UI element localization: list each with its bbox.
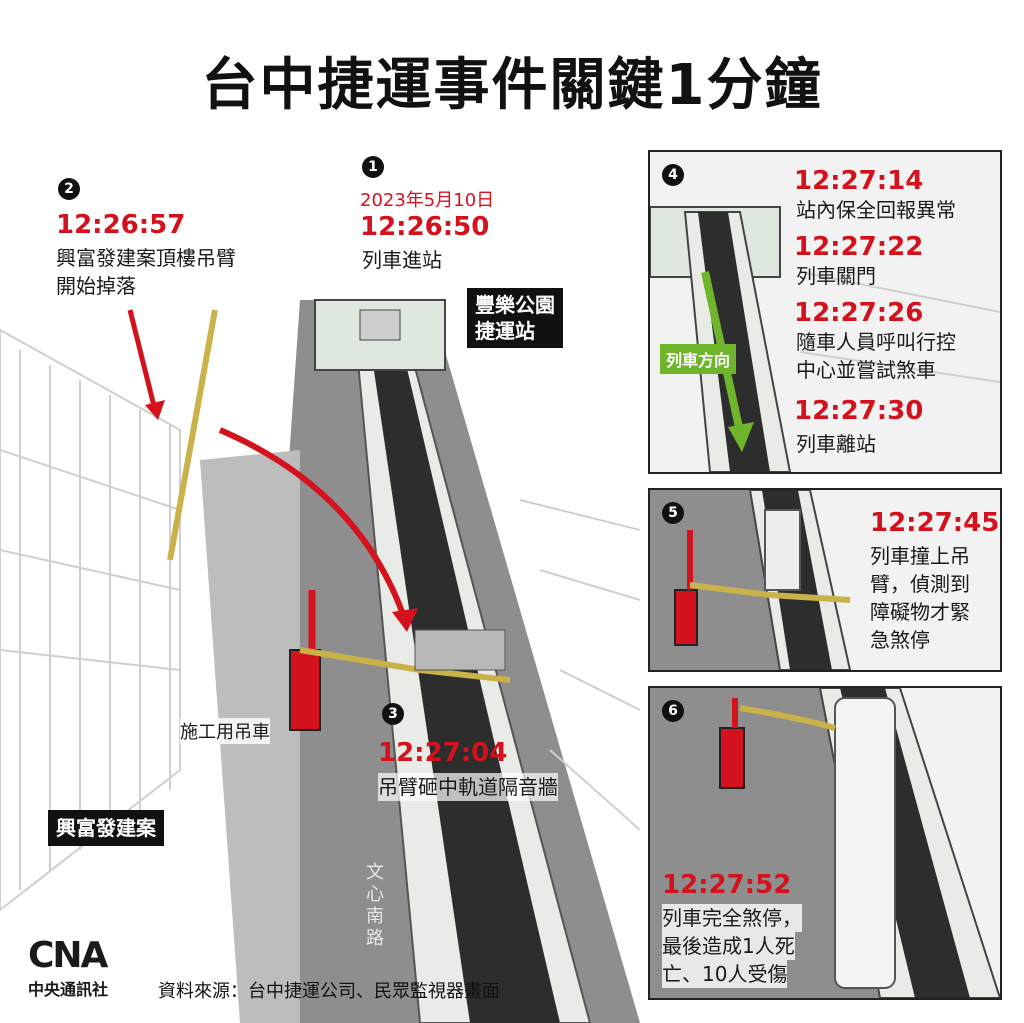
- step-5-desc-line2: 臂，偵測到: [870, 572, 970, 596]
- panel-step-5: 5 12:27:45 列車撞上吊 臂，偵測到 障礙物才緊 急煞停: [648, 488, 1002, 672]
- step-5-desc-line3: 障礙物才緊: [870, 600, 970, 624]
- step-4-event-1-desc: 站內保全回報異常: [796, 198, 956, 222]
- step-5-desc-line1: 列車撞上吊: [870, 544, 970, 568]
- step-5-number: 5: [662, 502, 684, 524]
- step-6-desc-line2: 最後造成1人死: [662, 932, 795, 960]
- step-1-desc: 列車進站: [362, 248, 442, 272]
- step-6-desc-line1: 列車完全煞停，: [662, 904, 802, 932]
- panel-step-4: 列車方向 4 12:27:14 站內保全回報異常 12:27:22 列車關門 1…: [648, 150, 1002, 474]
- step-2-time: 12:26:57: [56, 210, 186, 240]
- step-2-desc-line2: 開始掉落: [56, 274, 136, 298]
- step-3-desc: 吊臂砸中軌道隔音牆: [378, 773, 558, 801]
- step-4-event-1-time: 12:27:14: [794, 166, 924, 196]
- step-4-number: 4: [662, 164, 684, 186]
- cna-logo-name: 中央通訊社: [28, 980, 109, 999]
- step-1-date: 2023年5月10日: [360, 190, 495, 211]
- step-4-event-2-desc: 列車關門: [796, 264, 876, 288]
- station-label: 豐樂公園 捷運站: [467, 288, 563, 348]
- panel-4-illustration: [650, 206, 1000, 472]
- panel-5-illustration: [650, 490, 852, 670]
- step-1-time: 12:26:50: [360, 212, 490, 242]
- panel-step-6: 6 12:27:52 列車完全煞停， 最後造成1人死 亡、10人受傷: [648, 686, 1002, 1000]
- step-5-time: 12:27:45: [870, 508, 1000, 538]
- cna-logo-letters: CNA: [28, 935, 108, 976]
- crane-truck-label: 施工用吊車: [180, 718, 270, 744]
- step-5-desc-line4: 急煞停: [870, 628, 930, 652]
- building-label: 興富發建案: [48, 810, 164, 846]
- step-6-desc-line3: 亡、10人受傷: [662, 960, 788, 988]
- step-2-number: 2: [58, 178, 80, 200]
- cna-logo: CNA 中央通訊社: [28, 935, 138, 1000]
- source-text: 資料來源：台中捷運公司、民眾監視器畫面: [158, 981, 500, 1002]
- train-direction-label: 列車方向: [660, 344, 737, 374]
- road-label: 文心南路: [366, 862, 384, 949]
- page-title: 台中捷運事件關鍵1分鐘: [201, 53, 823, 118]
- step-3-time: 12:27:04: [378, 738, 508, 768]
- step-4-event-3-time: 12:27:26: [794, 298, 924, 328]
- step-4-event-3-desc-line1: 隨車人員呼叫行控: [796, 330, 956, 354]
- step-3-number: 3: [382, 703, 404, 725]
- step-4-event-3-desc-line2: 中心並嘗試煞車: [796, 358, 936, 382]
- step-2-desc-line1: 興富發建案頂樓吊臂: [56, 246, 236, 270]
- panel-6-illustration: [650, 688, 1000, 998]
- step-1-number: 1: [362, 156, 384, 178]
- step-4-event-4-desc: 列車離站: [796, 432, 876, 456]
- step-6-number: 6: [662, 700, 684, 722]
- station-label-line1: 豐樂公園: [475, 293, 555, 317]
- station-label-line2: 捷運站: [475, 319, 535, 343]
- step-4-event-4-time: 12:27:30: [794, 396, 924, 426]
- step-4-event-2-time: 12:27:22: [794, 232, 924, 262]
- step-6-time: 12:27:52: [662, 870, 792, 900]
